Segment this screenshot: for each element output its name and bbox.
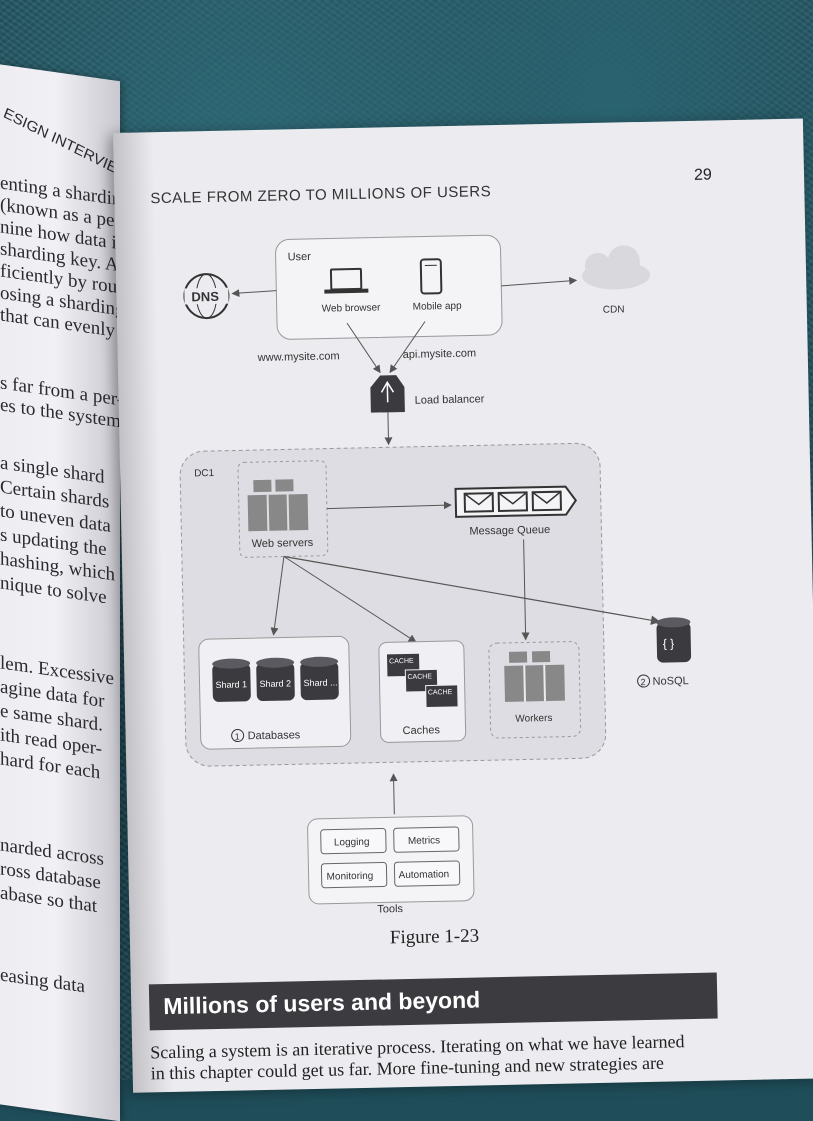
shard-1-label: Shard 1 [215, 679, 247, 690]
lb-to-dc-arrow [388, 412, 389, 444]
tools-label: Tools [377, 903, 403, 916]
nosql-braces-icon: { } [663, 636, 675, 650]
architecture-diagram: User Web browser Mobile app DNS CDN www. [145, 216, 699, 917]
cdn-cloud-icon [581, 245, 650, 290]
load-balancer-label: Load balancer [415, 393, 485, 406]
tools-to-dc-arrow [393, 774, 394, 814]
right-book-page: SCALE FROM ZERO TO MILLIONS OF USERS 29 … [113, 119, 813, 1093]
web-browser-label: Web browser [322, 302, 382, 314]
caches-label: Caches [402, 724, 440, 737]
nosql-number: 2 [641, 677, 646, 687]
figure-caption: Figure 1-23 [390, 926, 480, 950]
load-balancer-icon [370, 375, 405, 413]
shard-3-label: Shard ... [303, 677, 337, 688]
left-line: easing data [0, 964, 85, 998]
api-domain-label: api.mysite.com [403, 347, 477, 361]
automation-label: Automation [399, 869, 450, 881]
dns-globe-icon: DNS [184, 274, 229, 319]
databases-number: 1 [235, 731, 240, 741]
section-title: Millions of users and beyond [149, 973, 718, 1031]
user-to-dns-arrow [232, 291, 276, 294]
cache-label-1: CACHE [389, 658, 414, 666]
user-to-cdn-arrow [501, 280, 576, 286]
message-queue-label: Message Queue [469, 524, 550, 538]
nosql-label: NoSQL [652, 675, 688, 688]
monitoring-label: Monitoring [327, 871, 374, 883]
cdn-label: CDN [603, 304, 625, 315]
shard-2-label: Shard 2 [259, 678, 291, 689]
message-queue-icon [456, 486, 577, 517]
left-book-page: ESIGN INTERVIEW enting a sharding (known… [0, 59, 120, 1121]
mobile-app-label: Mobile app [413, 301, 463, 313]
running-header: SCALE FROM ZERO TO MILLIONS OF USERS [150, 183, 491, 207]
web-servers-label: Web servers [252, 537, 314, 550]
dc1-label: DC1 [194, 468, 215, 479]
metrics-label: Metrics [408, 835, 440, 847]
logging-label: Logging [334, 837, 370, 849]
workers-label: Workers [515, 713, 552, 725]
cache-label-3: CACHE [428, 689, 453, 697]
databases-label: Databases [248, 729, 301, 742]
dns-label: DNS [191, 289, 219, 305]
page-number: 29 [694, 166, 712, 184]
www-domain-label: www.mysite.com [257, 350, 340, 364]
cache-label-2: CACHE [407, 673, 432, 681]
body-paragraph: Scaling a system is an iterative process… [150, 1030, 731, 1084]
left-page-header: ESIGN INTERVIEW [1, 105, 120, 184]
user-label: User [288, 251, 312, 263]
